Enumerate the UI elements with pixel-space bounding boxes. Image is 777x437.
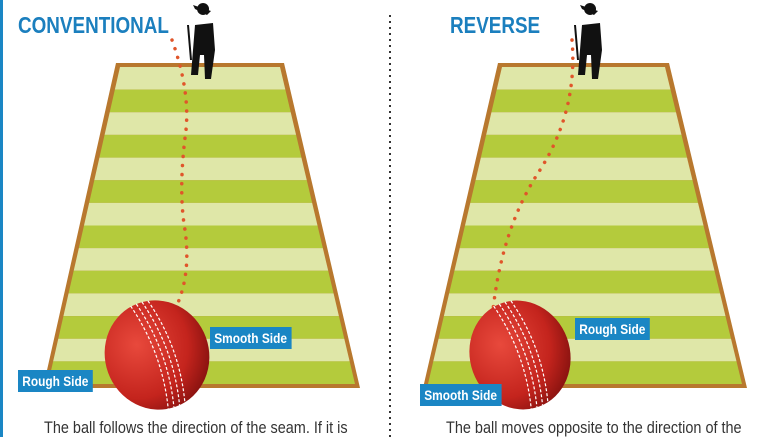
batsman-icon-reverse [574,3,602,80]
pitch-stripe [486,112,682,135]
pitch-stripe [114,67,286,90]
left-border [0,0,3,437]
pitch-stripe [491,89,676,113]
pitch-stripe [496,67,671,90]
label-smooth-side: Smooth Side [210,327,292,349]
cricket-ball-reverse [469,300,571,410]
ball-path-reverse [490,38,575,322]
pitch-stripe [84,202,318,226]
pitch-stripe [470,180,698,203]
pitch-stripe [94,157,307,181]
pitch-stripe [73,248,329,271]
pitch-stripe [99,134,302,158]
caption-conventional: The ball follows the direction of the se… [44,418,348,437]
pitch-stripe [68,270,334,294]
pitch-stripe [78,225,323,249]
pitch-stripe [465,202,704,226]
pitch-stripe [104,112,297,135]
cricket-ball-conventional [104,300,210,410]
batsman-icon-conventional [187,3,215,80]
pitch-stripe [63,293,339,317]
pitch-stripe [480,134,687,158]
title-reverse: REVERSE [450,12,541,38]
pitch-stripe [475,157,693,181]
caption-reverse: The ball moves opposite to the direction… [446,418,742,437]
ball-path-conventional [170,38,189,317]
label-rough-side: Rough Side [18,370,93,392]
label-rough-side: Rough Side [575,318,650,340]
pitch-stripe [459,225,709,249]
pitch-stripe [109,89,291,113]
pitch-stripe [449,270,720,294]
pitch-stripe [454,248,715,271]
label-smooth-side: Smooth Side [420,384,502,406]
pitch-stripe [89,180,313,203]
title-conventional: CONVENTIONAL [18,12,169,38]
